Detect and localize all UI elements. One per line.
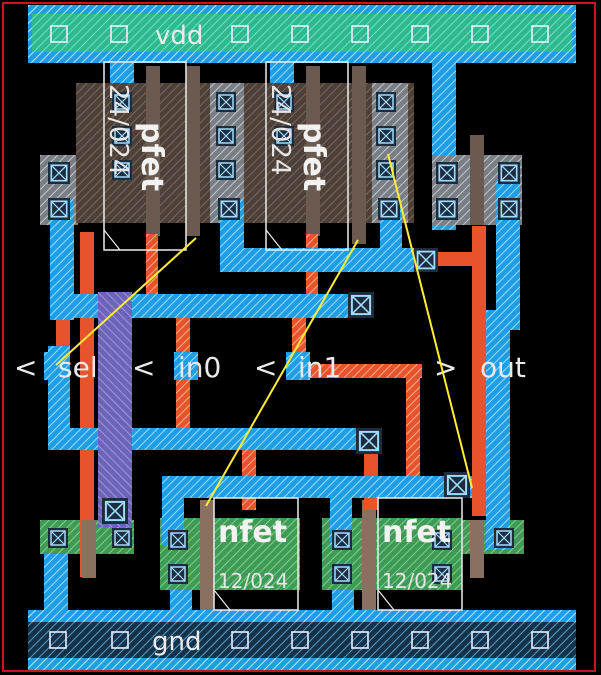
via-icon bbox=[102, 498, 128, 524]
pin-output-arrow-icon: > bbox=[434, 351, 457, 384]
poly-route bbox=[146, 234, 158, 294]
pfet-type-label: pfet bbox=[296, 122, 331, 191]
gnd-label: gnd bbox=[152, 627, 202, 657]
poly-gate bbox=[186, 66, 200, 236]
contact-square-icon bbox=[332, 530, 352, 550]
contact-square-icon bbox=[332, 564, 352, 584]
pfet-device[interactable]: pfet 24/024 bbox=[103, 61, 187, 251]
pin-sel[interactable]: < sel bbox=[14, 351, 98, 384]
pfet-device[interactable]: pfet 24/024 bbox=[265, 61, 349, 251]
flyline bbox=[205, 239, 359, 507]
poly-gate bbox=[470, 135, 484, 225]
pfet-size-label: 24/024 bbox=[103, 84, 133, 175]
metal1-route bbox=[48, 428, 380, 450]
contact-square-icon bbox=[216, 92, 236, 112]
nfet-type-label: nfet bbox=[382, 515, 451, 550]
pin-out[interactable]: > out bbox=[434, 351, 526, 384]
gnd-rail[interactable]: gnd bbox=[28, 610, 576, 670]
pin-in0[interactable]: < in0 bbox=[132, 351, 221, 384]
nfet-device[interactable]: nfet 12/024 bbox=[213, 497, 299, 611]
contact-square-icon bbox=[498, 162, 520, 184]
metal1-route bbox=[330, 476, 352, 546]
contact-square-icon bbox=[48, 162, 70, 184]
poly-gate bbox=[146, 66, 160, 236]
contact-square-icon bbox=[48, 198, 70, 220]
pin-input-arrow-icon: < bbox=[14, 351, 37, 384]
contact-square-icon bbox=[376, 92, 396, 112]
poly-route bbox=[292, 364, 422, 378]
pin-in1[interactable]: < in1 bbox=[254, 351, 341, 384]
contact-square-icon bbox=[378, 198, 400, 220]
pin-label: out bbox=[480, 351, 526, 384]
metal1-route bbox=[162, 476, 472, 498]
contact-square-icon bbox=[168, 564, 188, 584]
poly-gate bbox=[352, 66, 366, 244]
nfet-type-label: nfet bbox=[218, 515, 287, 550]
contact-square-icon bbox=[498, 198, 520, 220]
poly-gate bbox=[200, 500, 214, 610]
poly-gate bbox=[362, 500, 376, 610]
contact-square-icon bbox=[494, 528, 514, 548]
via-icon bbox=[444, 472, 470, 498]
poly-gate bbox=[306, 66, 320, 236]
pin-label: in1 bbox=[298, 351, 341, 384]
pin-label: sel bbox=[58, 351, 98, 384]
contact-square-icon bbox=[48, 528, 68, 548]
metal1-route bbox=[162, 476, 184, 546]
poly-gate bbox=[80, 232, 94, 577]
via-icon bbox=[356, 428, 382, 454]
flyline bbox=[387, 153, 473, 489]
contact-square-icon bbox=[168, 530, 188, 550]
poly-route bbox=[472, 226, 486, 516]
contact-square-icon bbox=[216, 160, 236, 180]
poly-gate bbox=[470, 520, 484, 578]
nfet-device[interactable]: nfet 12/024 bbox=[377, 497, 463, 611]
poly-gate bbox=[82, 520, 96, 578]
nfet-size-label: 12/024 bbox=[218, 569, 288, 593]
pin-input-arrow-icon: < bbox=[132, 351, 155, 384]
via-icon bbox=[348, 292, 374, 318]
pin-label: in0 bbox=[178, 351, 221, 384]
contact-square-icon bbox=[112, 528, 132, 548]
flyline bbox=[55, 237, 197, 366]
contact-square-icon bbox=[216, 126, 236, 146]
pin-input-arrow-icon: < bbox=[254, 351, 277, 384]
contact-square-icon bbox=[218, 198, 240, 220]
nfet-size-label: 12/024 bbox=[382, 569, 452, 593]
vdd-rail[interactable]: vdd bbox=[28, 5, 576, 63]
vdd-label: vdd bbox=[155, 21, 203, 51]
pfet-type-label: pfet bbox=[134, 122, 169, 191]
poly-route bbox=[406, 364, 420, 494]
contact-square-icon bbox=[376, 126, 396, 146]
metal1-route bbox=[220, 248, 435, 272]
pfet-size-label: 24/024 bbox=[265, 84, 295, 175]
contact-square-icon bbox=[436, 198, 458, 220]
metal2-route bbox=[98, 292, 132, 527]
metal1-route bbox=[486, 310, 510, 550]
poly-route bbox=[176, 318, 190, 443]
contact-square-icon bbox=[436, 162, 458, 184]
